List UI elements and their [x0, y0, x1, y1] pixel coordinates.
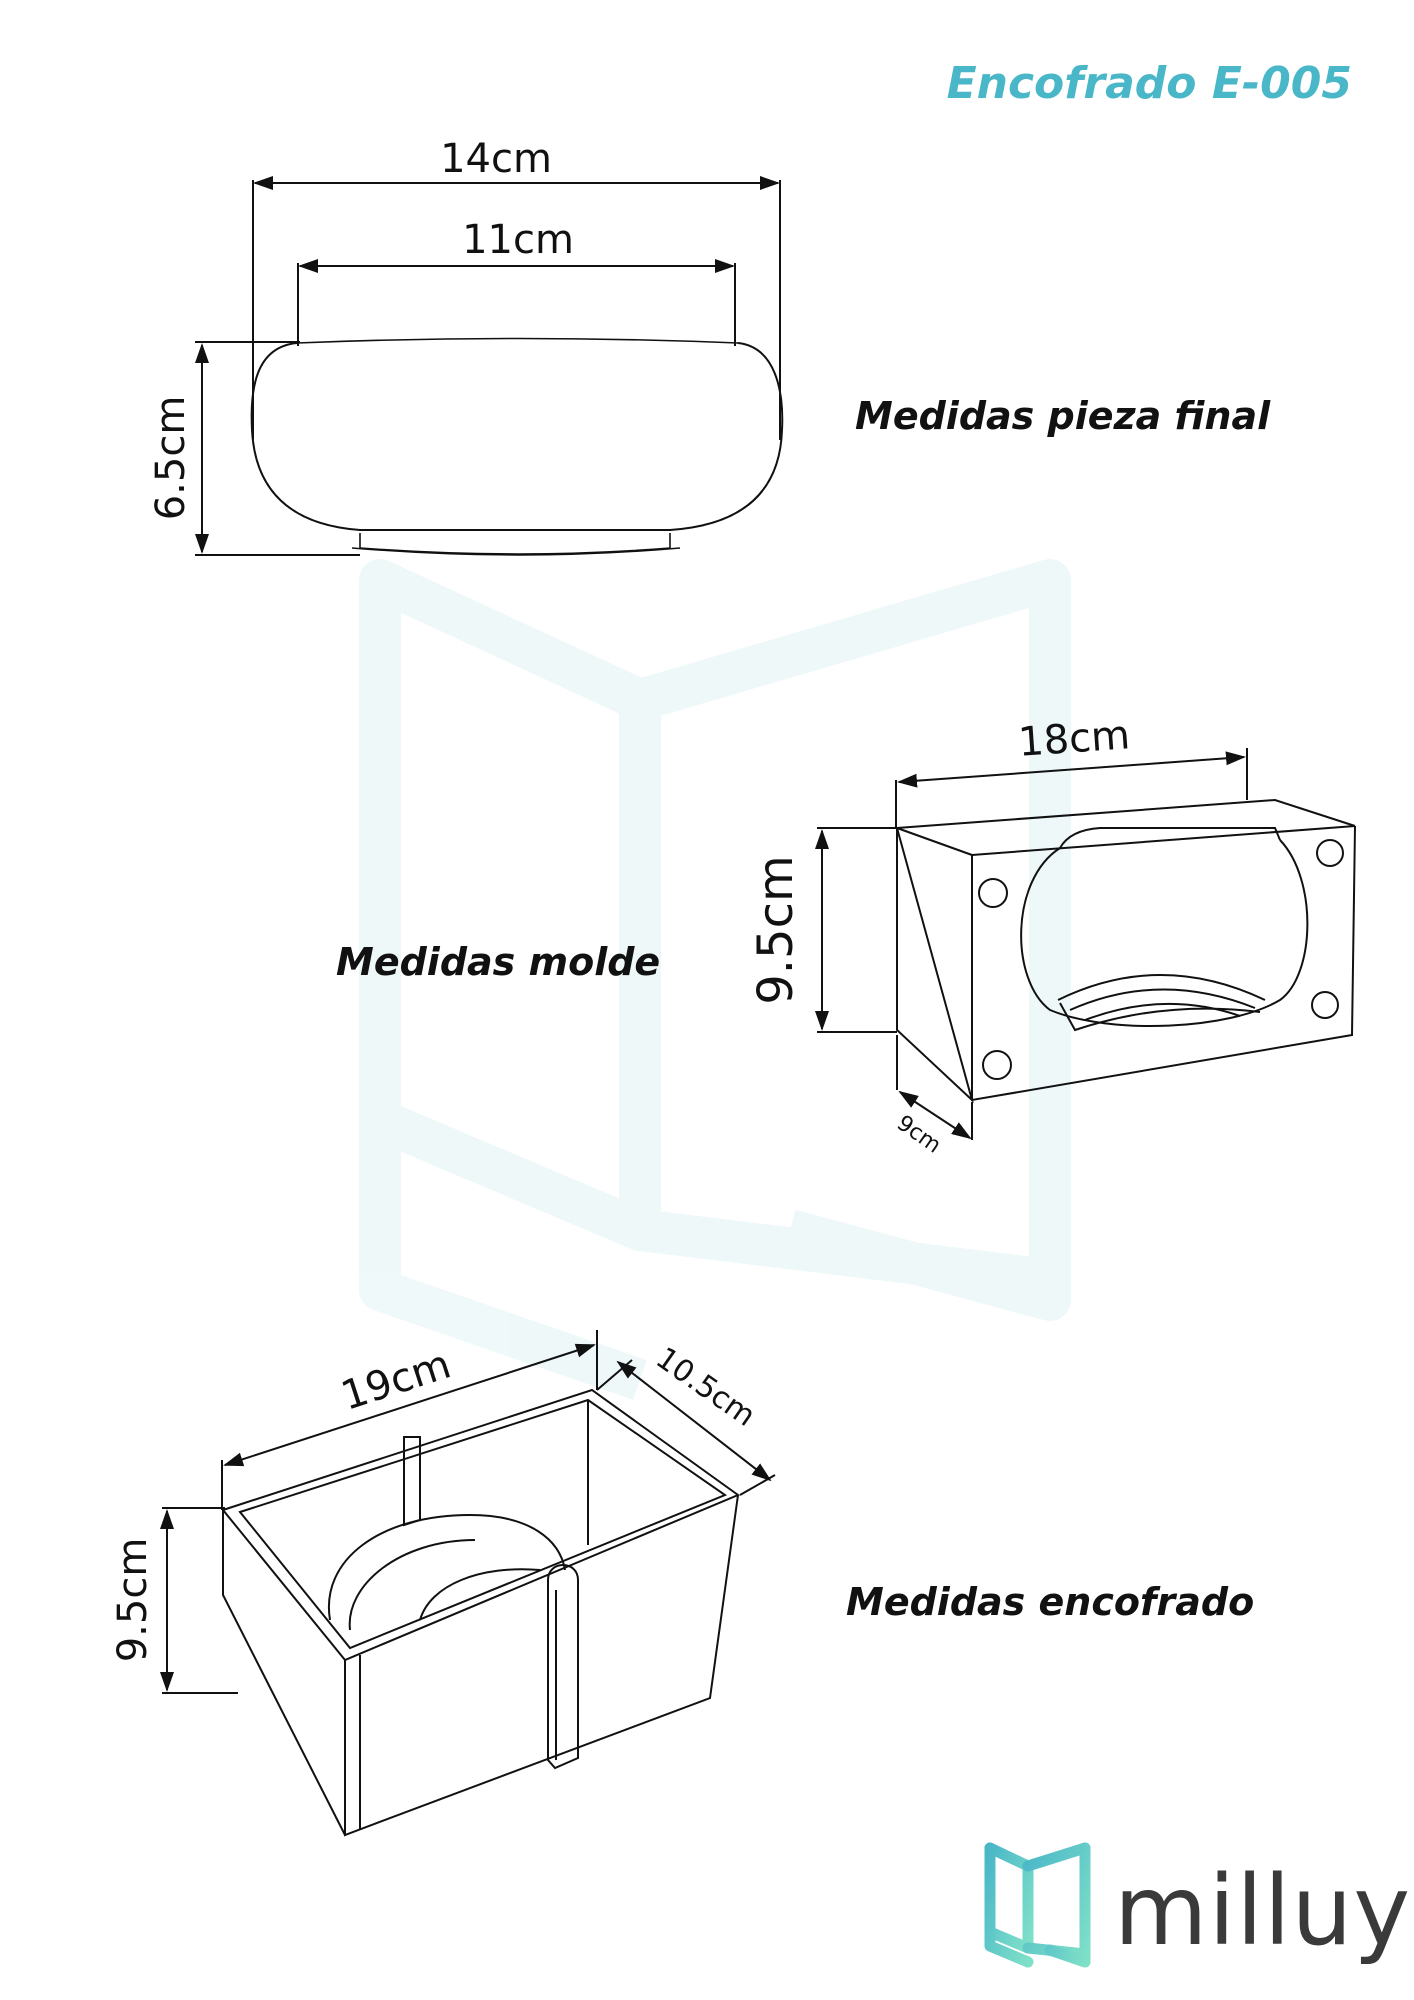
pieza-final-drawing: [250, 337, 784, 556]
encofrado-drawing: [221, 1388, 741, 1837]
dim-encofrado-height: 9.5cm: [110, 1538, 156, 1663]
molde-drawing: [896, 798, 1356, 1104]
caption-encofrado: Medidas encofrado: [846, 1580, 1255, 1624]
caption-pieza-final: Medidas pieza final: [855, 394, 1271, 438]
molde-dimensions: [815, 748, 1248, 1140]
dim-pieza-height: 6.5cm: [148, 396, 194, 521]
encofrado-dimensions: [160, 1330, 776, 1694]
document-title: Encofrado E-005: [946, 58, 1352, 109]
dim-molde-width: 18cm: [1017, 712, 1132, 766]
brand-name: milluy: [1114, 1855, 1412, 1967]
dim-encofrado-width: 19cm: [336, 1341, 457, 1419]
dim-pieza-width-outer: 14cm: [440, 136, 552, 182]
milluy-logo-icon: [984, 1842, 1091, 1968]
dim-encofrado-depth: 10.5cm: [649, 1341, 761, 1434]
dim-pieza-width-inner: 11cm: [462, 217, 574, 263]
pieza-final-dimensions: [195, 176, 781, 556]
dim-molde-height: 9.5cm: [748, 855, 804, 1004]
dim-molde-depth: 9cm: [892, 1111, 945, 1159]
milluy-logo-watermark: [359, 559, 1071, 1400]
caption-molde: Medidas molde: [336, 940, 661, 984]
